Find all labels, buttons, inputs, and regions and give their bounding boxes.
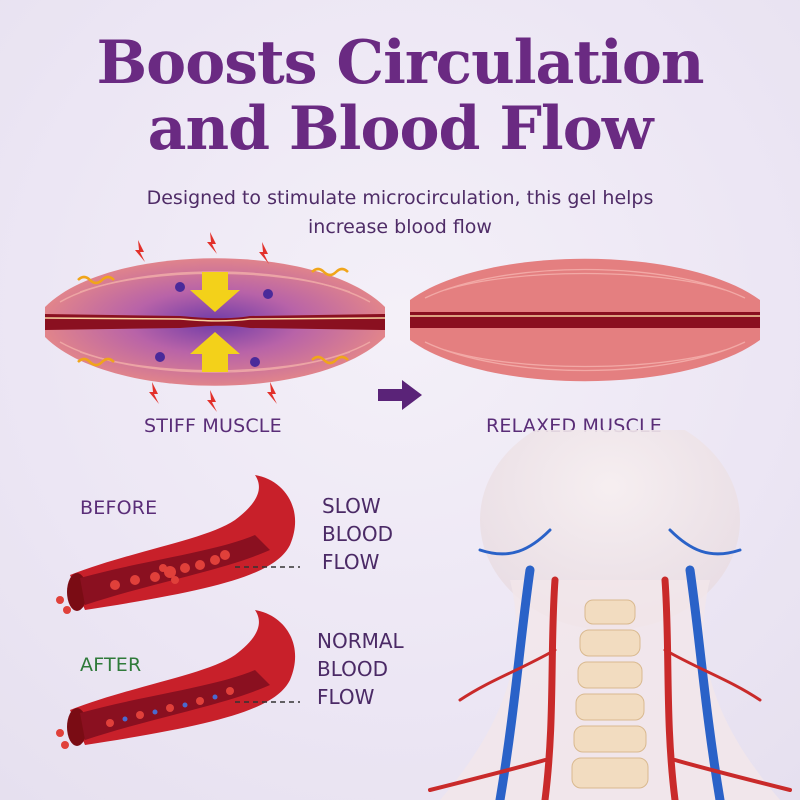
neck-anatomy-illustration — [428, 430, 792, 800]
normal-flow-line-2: BLOOD — [317, 657, 389, 681]
title-line-2: and Blood Flow — [147, 94, 654, 164]
subtitle-line-2: increase blood flow — [308, 216, 492, 238]
subtitle-line-1: Designed to stimulate microcirculation, … — [146, 187, 654, 209]
normal-flow-line-3: FLOW — [317, 685, 375, 709]
slow-flow-line-1: SLOW — [322, 494, 381, 518]
page-title: Boosts Circulation and Blood Flow — [0, 30, 800, 162]
arrow-right-icon — [378, 380, 422, 410]
vessel-after-illustration — [56, 610, 300, 749]
normal-blood-flow-label: NORMAL BLOOD FLOW — [317, 627, 404, 711]
subtitle: Designed to stimulate microcirculation, … — [90, 184, 710, 242]
stiff-muscle-illustration — [44, 232, 386, 412]
slow-flow-line-2: BLOOD — [322, 522, 394, 546]
vessel-before-illustration — [56, 475, 300, 614]
title-line-1: Boosts Circulation — [96, 28, 704, 98]
before-label: BEFORE — [80, 497, 158, 519]
after-label: AFTER — [80, 654, 142, 676]
stiff-muscle-label: STIFF MUSCLE — [144, 415, 282, 437]
relaxed-muscle-illustration — [410, 258, 760, 382]
slow-flow-line-3: FLOW — [322, 550, 380, 574]
normal-flow-line-1: NORMAL — [317, 629, 404, 653]
slow-blood-flow-label: SLOW BLOOD FLOW — [322, 492, 393, 576]
